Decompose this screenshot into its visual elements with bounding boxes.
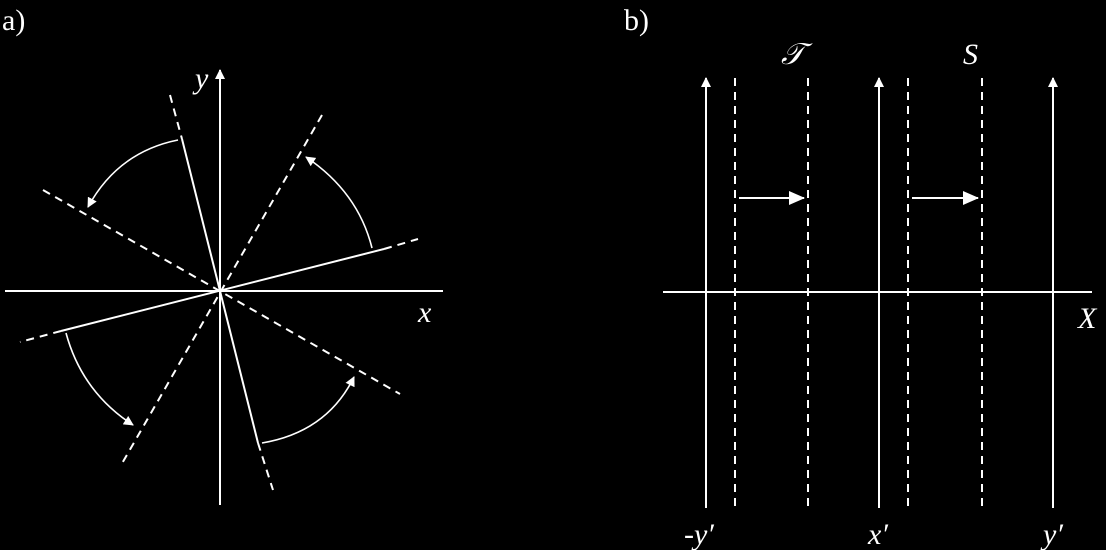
dashed-diagonal-steep (119, 114, 323, 468)
region-S-label: S (963, 38, 978, 71)
rotation-arc-upper-right (305, 156, 373, 249)
rotated-axis-dash-right (383, 238, 419, 250)
y-axis-label: y (192, 62, 209, 95)
panel-a: a) x y (2, 4, 443, 505)
panel-a-label: a) (2, 4, 25, 37)
bottom-label-y-prime: y′ (1040, 518, 1063, 550)
rotation-arc-lower-right (261, 376, 355, 444)
region-T-label: 𝒯 (781, 37, 813, 72)
bottom-label-minus-y-prime: -y′ (684, 518, 714, 550)
rotated-axis-dash-left (19, 330, 62, 343)
rotated-axis-dash-bottom (257, 442, 274, 491)
X-axis-label: X (1077, 302, 1098, 335)
rotated-axis-dash-top (169, 94, 183, 140)
x-axis-label: x (417, 296, 432, 329)
rotation-arc-lower-left (65, 332, 134, 426)
panel-b: b) X 𝒯 S -y′ x′ y′ (624, 4, 1098, 550)
rotation-arc-upper-left (87, 139, 179, 208)
dashed-diagonal-shallow (42, 189, 401, 395)
panel-b-label: b) (624, 4, 649, 37)
bottom-label-x-prime: x′ (867, 518, 888, 550)
